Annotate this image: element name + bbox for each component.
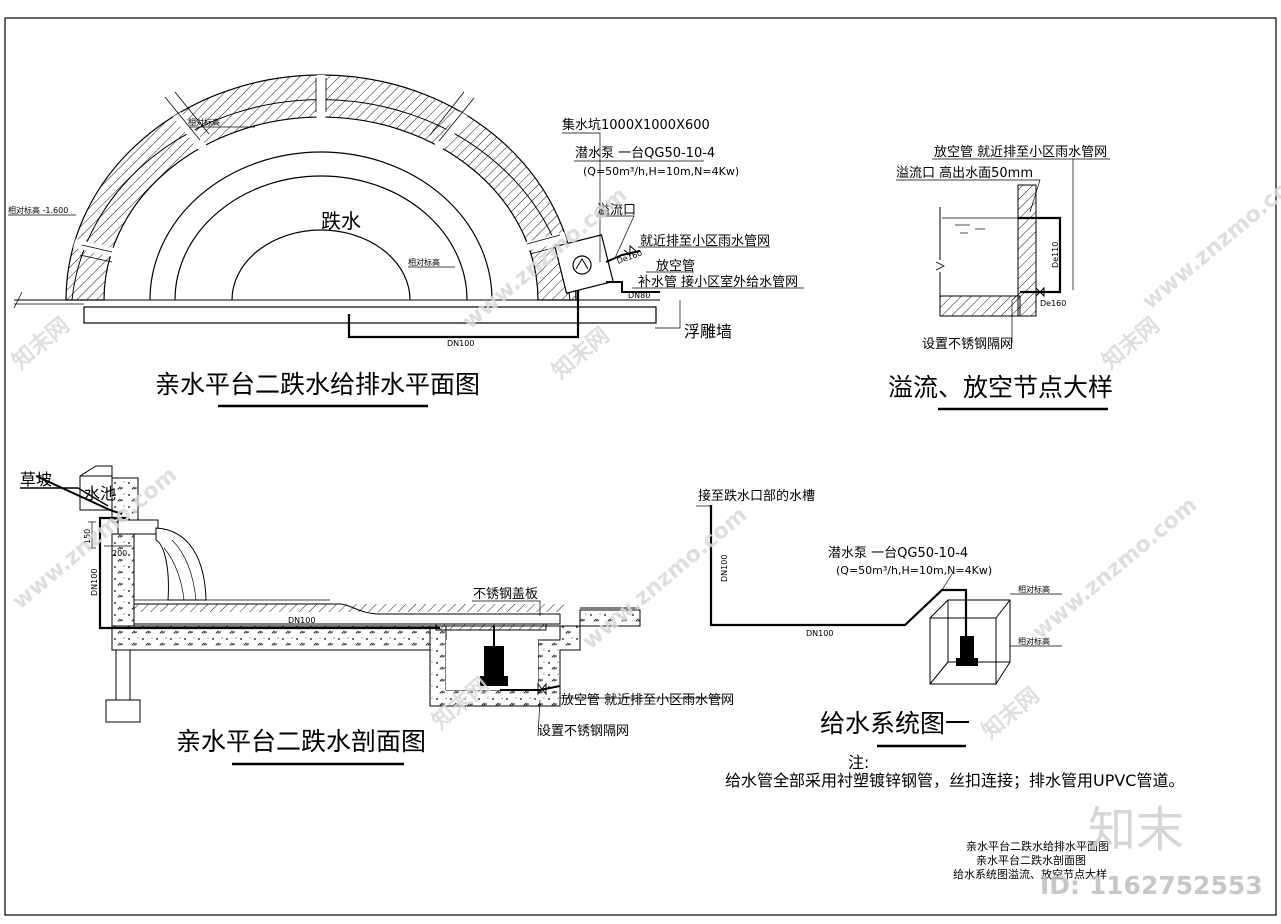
system-dn100-v: DN100 xyxy=(720,555,729,582)
drawing-list: 亲水平台二跌水给排水平面图 亲水平台二跌水剖面图 给水系统图溢流、放空节点大样 xyxy=(953,839,1109,881)
valve-icon xyxy=(623,244,637,257)
detail-vent-label: 放空管 就近排至小区雨水管网 xyxy=(934,145,1107,160)
plan-view: 跌水 相对标高 相对标高 -1.600 相对标高 集水坑1000X1000X60… xyxy=(8,74,804,408)
radial-ribs xyxy=(66,75,576,300)
detail-view: 放空管 就近排至小区雨水管网 溢流口 高出水面50mm De110 De160 … xyxy=(888,145,1113,411)
section-slope xyxy=(20,487,109,507)
notes: 注: 给水管全部采用衬塑镀锌钢管，丝扣连接；排水管用UPVC管道。 xyxy=(725,753,1184,790)
section-footing xyxy=(105,699,141,723)
system-dn100-pipe xyxy=(709,505,968,640)
watermark-brand: 知末网 xyxy=(1097,312,1164,374)
section-vent-label: 放空管 就近排至小区雨水管网 xyxy=(561,693,734,708)
drawing-list-line-3: 给水系统图溢流、放空节点大样 xyxy=(953,867,1107,881)
section-dim-150: 150 xyxy=(83,529,92,544)
section-pump-icon xyxy=(480,626,508,686)
watermark-text: www.znzmo.com xyxy=(1138,163,1281,315)
plan-pump-label: 潜水泵 一台QG50-10-4 xyxy=(575,146,715,161)
system-dn100-h: DN100 xyxy=(806,629,833,638)
sheet-border xyxy=(4,17,1277,916)
watermark-logo: 知末 xyxy=(1088,802,1184,858)
section-dn100-v: DN100 xyxy=(90,569,99,596)
plan-rel-elev-arc: 相对标高 xyxy=(188,117,220,127)
section-weir xyxy=(117,519,159,535)
section-right-paving xyxy=(579,609,641,627)
plan-dn80: DN80 xyxy=(628,291,650,300)
detail-wall xyxy=(1017,184,1037,317)
detail-overflow-label: 溢流口 高出水面50mm xyxy=(896,165,1033,181)
drawing-list-line-1: 亲水平台二跌水给排水平面图 xyxy=(966,839,1109,853)
plan-overflow-label: 溢流口 xyxy=(597,203,636,218)
plan-title: 亲水平台二跌水给排水平面图 xyxy=(155,370,480,399)
section-dn100-pipe xyxy=(98,516,440,630)
section-slope-pipe xyxy=(35,475,123,515)
supply-pipe xyxy=(606,281,660,293)
drawing-list-line-2: 亲水平台二跌水剖面图 xyxy=(976,853,1086,867)
section-main-wall xyxy=(111,533,135,627)
plan-relief-wall: 浮雕墙 xyxy=(684,322,732,341)
detail-mesh-label: 设置不锈钢隔网 xyxy=(922,337,1013,352)
section-vent-pipe xyxy=(500,685,561,691)
system-rel-elev-2: 相对标高 xyxy=(1018,636,1050,646)
section-title: 亲水平台二跌水剖面图 xyxy=(176,727,426,756)
detail-title: 溢流、放空节点大样 xyxy=(888,373,1113,402)
inner-arc-2 xyxy=(174,175,468,301)
system-pump-spec: (Q=50m³/h,H=10m,N=4Kw) xyxy=(836,564,992,577)
section-dn100-h: DN100 xyxy=(288,616,315,625)
system-connect-label: 接至跌水口部的水槽 xyxy=(698,488,815,504)
watermark-brand: 知末网 xyxy=(7,312,74,374)
section-view: 草坡 水池 150 200 DN100 DN100 不锈钢盖板 放空管 就近排至… xyxy=(20,465,734,766)
plan-drain-label: 就近排至小区雨水管网 xyxy=(640,234,770,249)
watermark-text: www.znzmo.com xyxy=(1028,493,1202,645)
plan-vent-label: 放空管 xyxy=(656,259,695,274)
plan-supply-label: 补水管 接小区室外给水管网 xyxy=(638,274,798,290)
plan-pump-spec: (Q=50m³/h,H=10m,N=4Kw) xyxy=(583,165,739,178)
system-pump-box xyxy=(929,599,1011,685)
section-dim-200: 200 xyxy=(112,549,127,558)
notes-text: 给水管全部采用衬塑镀锌钢管，丝扣连接；排水管用UPVC管道。 xyxy=(725,771,1184,790)
section-waterfall xyxy=(155,527,207,601)
section-pool-label: 水池 xyxy=(84,484,116,503)
plan-rel-elev-left: 相对标高 -1.600 xyxy=(8,205,68,215)
relief-wall-band xyxy=(83,306,657,324)
detail-de110: De110 xyxy=(1051,242,1060,268)
system-view: 接至跌水口部的水槽 DN100 DN100 潜水泵 一台QG50-10-4 (Q… xyxy=(696,488,1062,748)
collection-pit xyxy=(554,234,614,294)
detail-floor-slab xyxy=(939,295,1021,317)
drain-pipe xyxy=(605,250,641,263)
inner-arc-3 xyxy=(231,229,411,301)
section-upper-pool-wall xyxy=(111,477,139,523)
watermark-brand: 知末网 xyxy=(977,682,1044,744)
watermark-brand: 知末网 xyxy=(547,322,614,384)
inner-arc-1 xyxy=(149,151,493,301)
plan-rel-elev-inner: 相对标高 xyxy=(408,257,440,267)
system-title: 给水系统图一 xyxy=(820,709,970,738)
section-mesh-label: 设置不锈钢隔网 xyxy=(538,724,629,739)
system-pump-label: 潜水泵 一台QG50-10-4 xyxy=(828,546,968,561)
detail-de160: De160 xyxy=(1040,299,1066,308)
system-rel-elev-1: 相对标高 xyxy=(1018,584,1050,594)
system-pump-icon xyxy=(956,636,978,666)
pump-icon xyxy=(572,255,592,275)
section-column xyxy=(115,649,131,701)
plan-dn100: DN100 xyxy=(447,339,474,348)
section-cover-label: 不锈钢盖板 xyxy=(473,587,538,602)
section-cover-plate xyxy=(435,623,547,631)
rib-outlines xyxy=(79,78,565,263)
section-slope-label: 草坡 xyxy=(20,470,52,489)
plan-pit-label: 集水坑1000X1000X600 xyxy=(562,117,710,133)
notes-heading: 注: xyxy=(848,753,869,772)
detail-valve-icon xyxy=(1035,286,1045,298)
watermark-id: ID: 1162752553 xyxy=(1040,871,1263,900)
plan-fall-label: 跌水 xyxy=(321,209,361,233)
